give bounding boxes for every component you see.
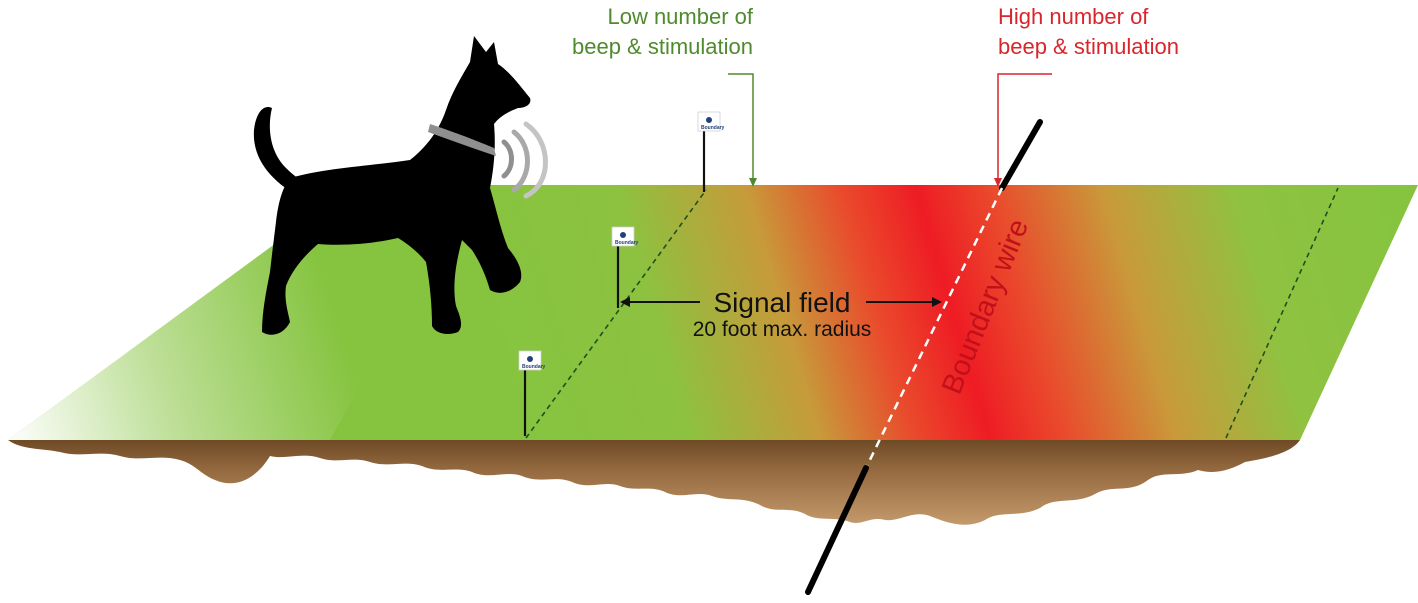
boundary-wire-lower — [805, 465, 869, 595]
boundary-wire-upper — [999, 119, 1043, 191]
boundary-flag: Boundary — [518, 350, 546, 436]
signal-field-label: Signal field — [714, 287, 851, 318]
signal-field-arrowhead-left — [620, 297, 630, 307]
high-intensity-label-line2: beep & stimulation — [998, 34, 1179, 59]
dog-silhouette-icon — [253, 36, 531, 335]
low-intensity-arrowhead — [749, 178, 757, 187]
collar-signal-waves-icon — [501, 121, 548, 199]
high-intensity-leader — [997, 73, 1052, 184]
flag-label: Boundary — [522, 364, 546, 370]
flag-logo-icon — [706, 117, 712, 123]
low-intensity-leader — [728, 73, 754, 184]
flag-logo-icon — [620, 232, 626, 238]
low-intensity-label-line1: Low number of — [607, 4, 753, 29]
high-intensity-arrowhead — [994, 178, 1002, 187]
boundary-flag: Boundary — [697, 111, 725, 192]
field-fade — [8, 185, 470, 440]
low-intensity-label-line2: beep & stimulation — [572, 34, 753, 59]
signal-radius-label: 20 foot max. radius — [693, 318, 872, 341]
flag-label: Boundary — [701, 125, 725, 131]
collar — [428, 124, 496, 156]
soil-layer — [8, 440, 1300, 525]
signal-edge-left — [525, 189, 707, 439]
boundary-wire-buried — [864, 187, 1004, 469]
boundary-flag: Boundary — [611, 226, 639, 308]
flag-logo-icon — [527, 356, 533, 362]
flag-label: Boundary — [615, 240, 639, 246]
high-intensity-label-line1: High number of — [998, 4, 1149, 29]
signal-edge-right — [1225, 187, 1339, 439]
signal-field-arrowhead-right — [932, 297, 942, 307]
